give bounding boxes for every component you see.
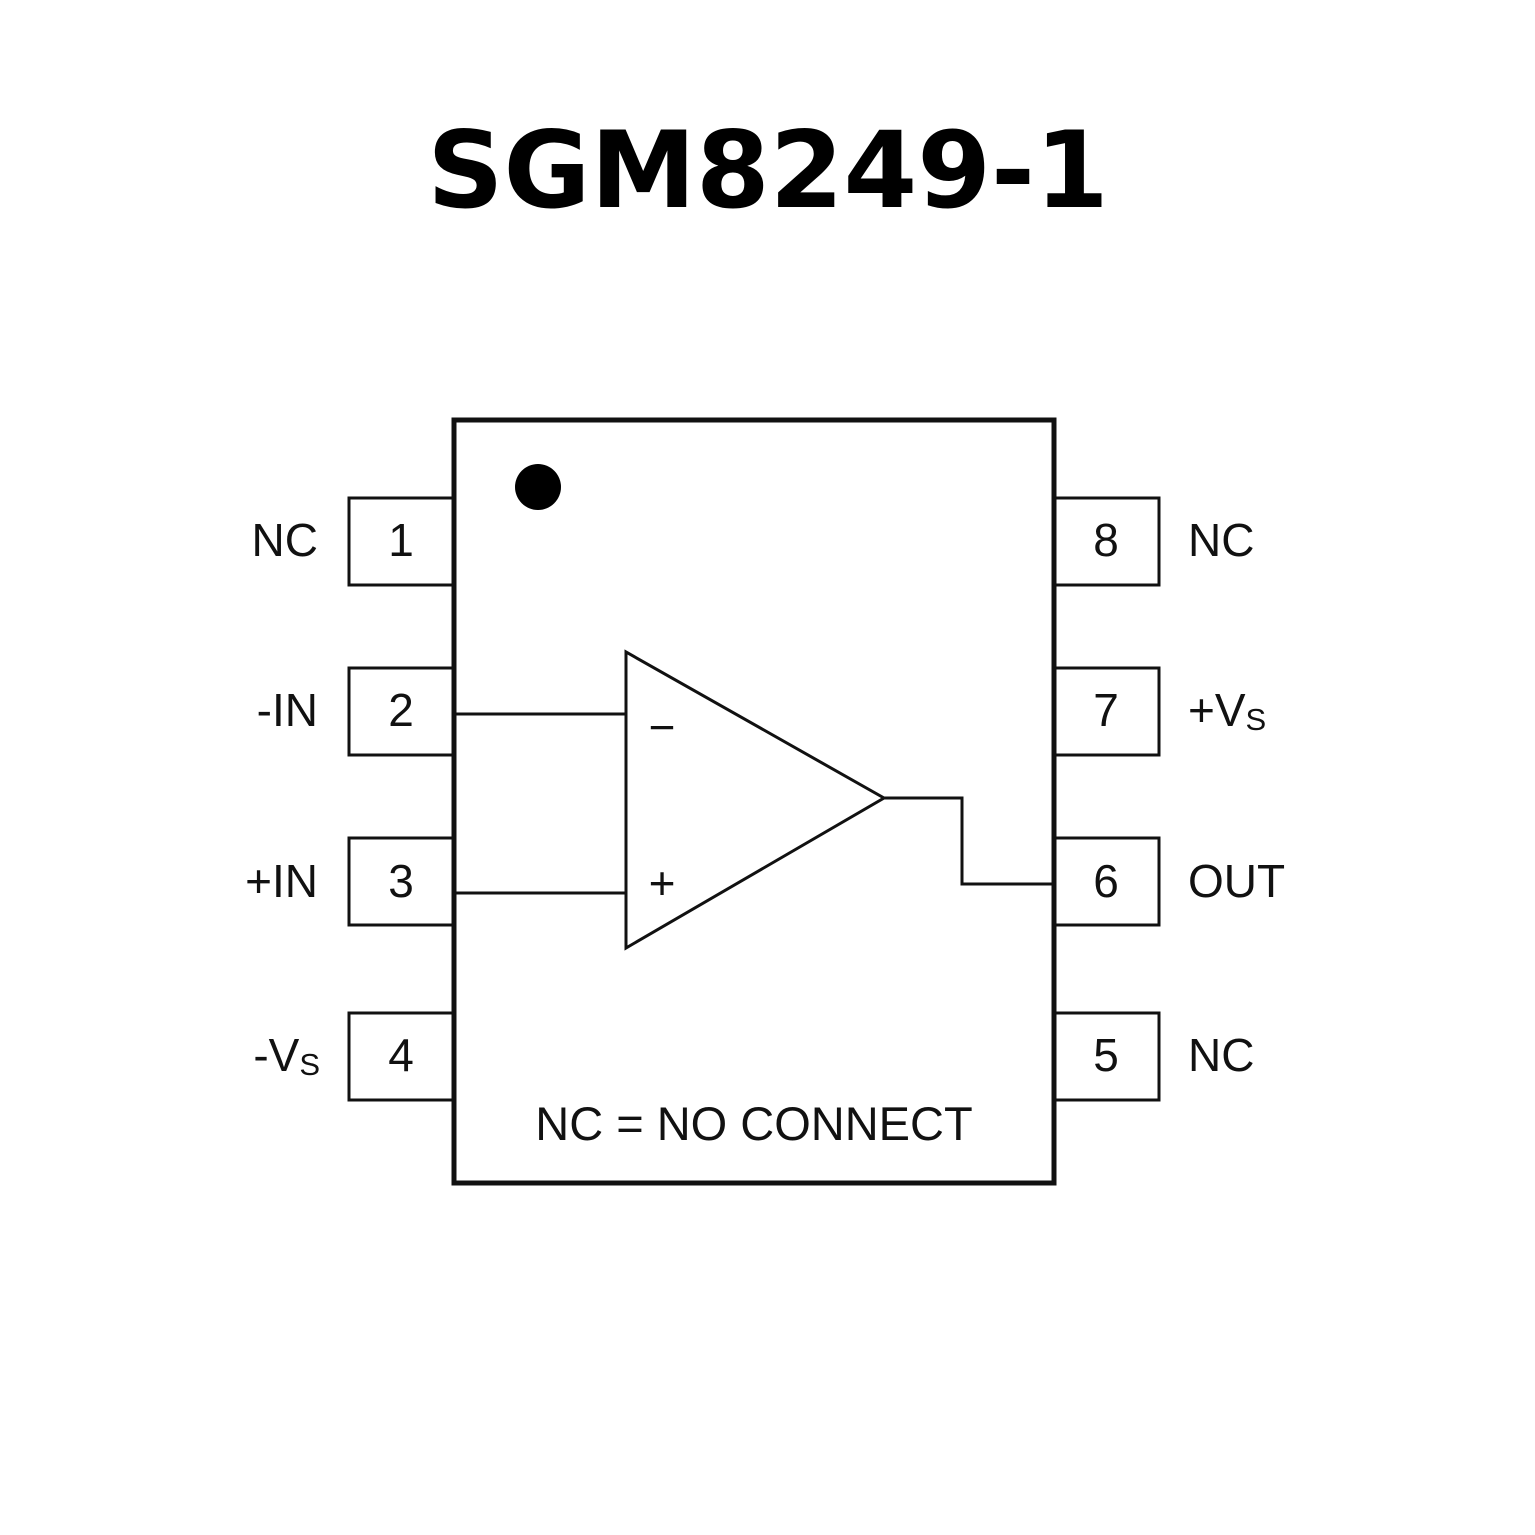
pin-8-name: NC [1188,514,1254,566]
nc-note: NC = NO CONNECT [535,1097,972,1150]
pin-7-subscript: S [1246,702,1267,737]
pin-4-name: -VS [253,1029,320,1082]
pin-2-number: 2 [388,684,414,736]
pin-6-name: OUT [1188,855,1285,907]
opamp-plus-sign: + [649,857,676,909]
pin-8-number: 8 [1093,514,1119,566]
pin1-indicator-dot [515,464,561,510]
pin-3-number: 3 [388,855,414,907]
pin-3-name: +IN [245,855,318,907]
chip-title: SGM8249-1 [427,109,1109,232]
pin-7-number: 7 [1093,684,1119,736]
wire-output [884,796,1052,886]
pin-1-name: NC [252,514,318,566]
pin-4-number: 4 [388,1029,414,1081]
pin-5-name: NC [1188,1029,1254,1081]
pin-7-name: +VS [1188,684,1266,737]
pin-2-name: -IN [257,684,318,736]
pin-5-number: 5 [1093,1029,1119,1081]
pin-4-subscript: S [299,1047,320,1082]
opamp-minus-sign: − [649,701,676,753]
opamp-triangle [624,649,888,951]
pin-6-number: 6 [1093,855,1119,907]
pin-1-number: 1 [388,514,414,566]
